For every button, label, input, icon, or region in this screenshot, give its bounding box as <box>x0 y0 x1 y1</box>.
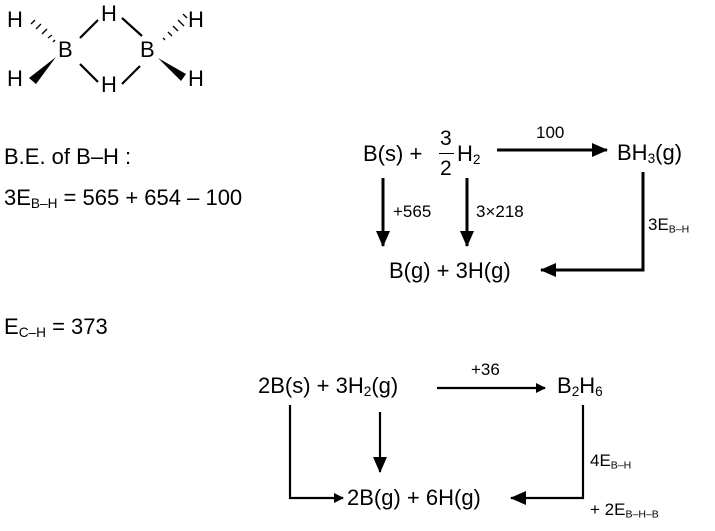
fraction-bar <box>439 153 454 154</box>
atom-h: H <box>188 66 204 91</box>
atom-h: H <box>7 7 23 32</box>
diborane-bonds <box>30 13 188 85</box>
solid-wedge-left <box>29 57 56 84</box>
equation-ch: EC–H = 373 <box>4 314 108 340</box>
bond-b-h-bridge <box>121 65 141 85</box>
atom-b: B <box>140 37 155 62</box>
be-label: B.E. of B–H : <box>4 144 132 169</box>
reactant-h2: H2 <box>457 141 481 167</box>
label-4e-bh: 4EB–H <box>590 451 632 472</box>
equation-bh: 3EB–H = 565 + 654 – 100 <box>4 185 243 211</box>
atom-h-bridge: H <box>101 72 117 97</box>
solid-wedge-right <box>158 58 186 81</box>
atoms-gas-2: 2B(g) + 6H(g) <box>347 485 481 510</box>
atom-h: H <box>188 7 204 32</box>
reactants-2b-3h2: 2B(s) + 3H2(g) <box>258 373 399 399</box>
hashed-wedge-left <box>30 19 56 43</box>
atom-b: B <box>58 37 73 62</box>
atom-h-bridge: H <box>101 1 117 26</box>
label-2e-bhb: + 2EB–H–B <box>590 500 659 521</box>
arrow-atomize-b <box>288 405 344 503</box>
bond-b-h-bridge <box>121 17 143 37</box>
label-565: +565 <box>393 202 432 221</box>
bond-b-h-bridge <box>79 63 99 83</box>
product-b2h6: B2H6 <box>557 373 603 399</box>
label-3e-bh: 3EB–H <box>648 215 690 236</box>
fraction-denominator: 2 <box>440 157 452 180</box>
enthalpy-label: 100 <box>536 123 565 142</box>
enthalpy-label: +36 <box>471 360 500 379</box>
bond-b-h-bridge <box>79 19 99 39</box>
product-bh3: BH3(g) <box>617 140 683 166</box>
label-3x218: 3×218 <box>476 202 524 221</box>
atoms-gas: B(g) + 3H(g) <box>389 258 511 283</box>
atom-h: H <box>7 66 23 91</box>
arrow-b2h6-dissociation <box>510 405 585 505</box>
fraction-numerator: 3 <box>440 127 452 150</box>
hashed-wedge-right <box>162 13 188 41</box>
reactant-b-s: B(s) + <box>363 141 423 166</box>
arrow-bh3-dissociation <box>540 172 645 277</box>
